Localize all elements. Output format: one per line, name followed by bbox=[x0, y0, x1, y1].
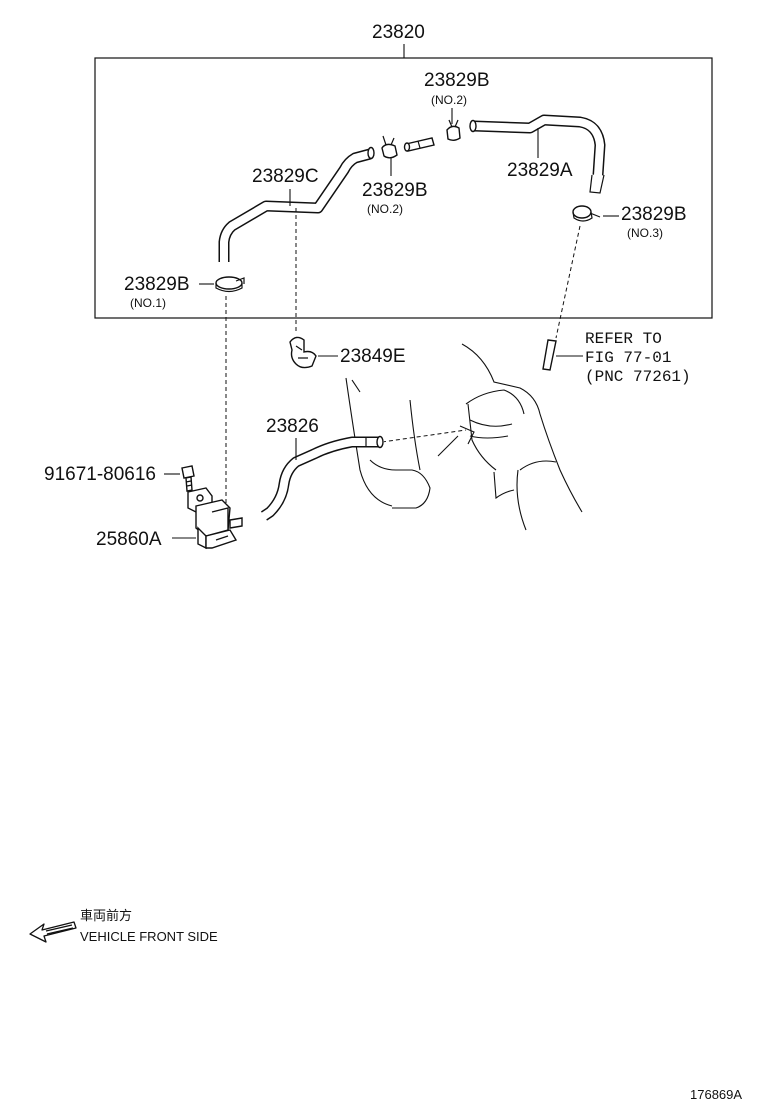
label-23829C[interactable]: 23829C bbox=[252, 166, 319, 187]
reference-line-2[interactable]: FIG 77-01 bbox=[585, 349, 671, 367]
legend-direction-jp: 車両前方 bbox=[80, 908, 132, 923]
label-23826[interactable]: 23826 bbox=[266, 416, 319, 437]
vehicle-front-arrow-icon bbox=[29, 921, 77, 943]
hose-23826[interactable] bbox=[260, 435, 384, 521]
reference-pipe[interactable] bbox=[542, 339, 557, 371]
note-no1: (NO.1) bbox=[130, 296, 166, 310]
clamp-no1[interactable] bbox=[215, 276, 245, 293]
hose-23829A[interactable] bbox=[469, 114, 606, 194]
label-25860A[interactable]: 25860A bbox=[96, 529, 162, 550]
connector-pipe[interactable] bbox=[403, 137, 435, 152]
label-23829A[interactable]: 23829A bbox=[507, 160, 573, 181]
engine-outline bbox=[345, 343, 583, 531]
hose-23829C[interactable] bbox=[218, 146, 375, 266]
bolt-91671-80616[interactable] bbox=[181, 465, 195, 492]
label-91671-80616[interactable]: 91671-80616 bbox=[44, 464, 156, 485]
clamp-no3[interactable] bbox=[572, 205, 601, 222]
assembly-frame bbox=[94, 57, 713, 319]
legend-direction-en: VEHICLE FRONT SIDE bbox=[80, 929, 218, 944]
reference-line-3[interactable]: (PNC 77261) bbox=[585, 368, 691, 386]
illustration-id: 176869A bbox=[690, 1087, 742, 1102]
note-no3: (NO.3) bbox=[627, 226, 663, 240]
label-23829B-no3[interactable]: 23829B bbox=[621, 204, 687, 225]
label-23829B-no2-top[interactable]: 23829B bbox=[424, 70, 490, 91]
label-23849E[interactable]: 23849E bbox=[340, 346, 406, 367]
dashed-line-hose-lower bbox=[381, 429, 467, 443]
clamp-no2-top[interactable] bbox=[446, 119, 461, 141]
clip-23849E[interactable] bbox=[289, 336, 317, 369]
note-no2-top: (NO.2) bbox=[431, 93, 467, 107]
dashed-line-reference bbox=[555, 225, 581, 339]
assembly-label[interactable]: 23820 bbox=[372, 22, 425, 43]
note-no2-mid: (NO.2) bbox=[367, 202, 403, 216]
clamp-no2-mid[interactable] bbox=[381, 135, 398, 159]
label-23829B-no1[interactable]: 23829B bbox=[124, 274, 190, 295]
valve-25860A[interactable] bbox=[187, 487, 243, 550]
label-23829B-no2-mid[interactable]: 23829B bbox=[362, 180, 428, 201]
reference-line-1[interactable]: REFER TO bbox=[585, 330, 662, 348]
